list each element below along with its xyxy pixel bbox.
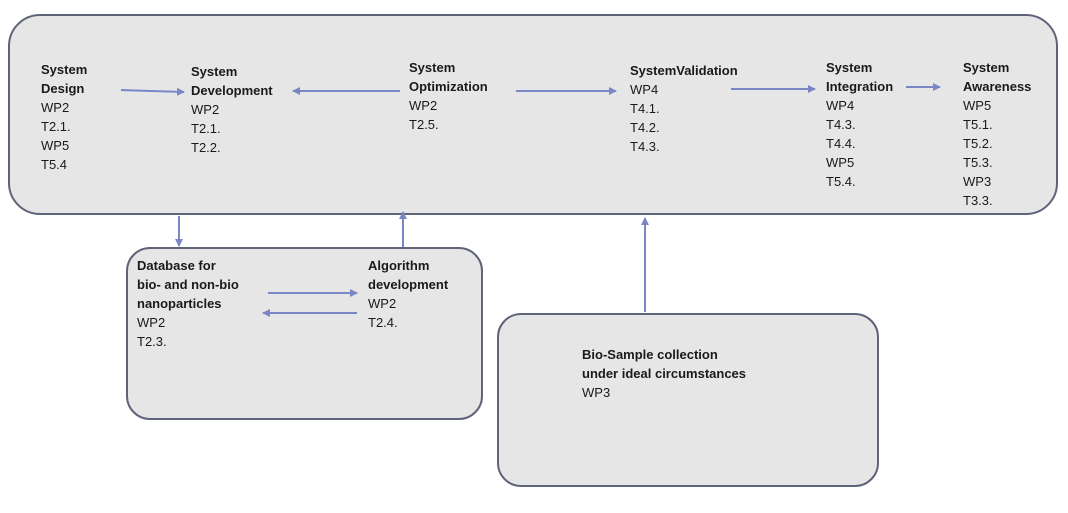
node-items: WP3	[582, 385, 611, 400]
node-system-development: System Development WP2 T2.1. T2.2.	[191, 62, 273, 157]
node-system-awareness: System Awareness WP5 T5.1. T5.2. T5.3. W…	[963, 58, 1031, 210]
node-algorithm: Algorithm development WP2 T2.4.	[368, 256, 448, 332]
node-title: System Integration	[826, 60, 894, 94]
node-system-design: System Design WP2 T2.1. WP5 T5.4	[41, 60, 87, 174]
node-database: Database for bio- and non-bio nanopartic…	[137, 256, 239, 351]
node-items: WP2 T2.3.	[137, 315, 167, 349]
node-items: WP2 T2.5.	[409, 98, 439, 132]
node-system-integration: System Integration WP4 T4.3. T4.4. WP5 T…	[826, 58, 893, 191]
node-title: Bio-Sample collection under ideal circum…	[582, 347, 747, 381]
node-items: WP5 T5.1. T5.2. T5.3. WP3 T3.3.	[963, 98, 993, 208]
node-items: WP4 T4.1. T4.2. T4.3.	[630, 82, 660, 154]
node-title: System Awareness	[963, 60, 1032, 94]
node-bio-sample: Bio-Sample collection under ideal circum…	[582, 345, 746, 402]
node-system-validation: SystemValidation WP4 T4.1. T4.2. T4.3.	[630, 61, 738, 156]
node-items: WP2 T2.1. T2.2.	[191, 102, 221, 155]
arrow-design-to-development	[120, 87, 185, 96]
node-title: System Optimization	[409, 60, 488, 94]
main-process-container	[8, 14, 1058, 215]
node-items: WP2 T2.4.	[368, 296, 398, 330]
bio-sample-container	[497, 313, 879, 487]
node-title: Algorithm development	[368, 258, 449, 292]
node-title: SystemValidation	[630, 63, 738, 78]
node-title: Database for bio- and non-bio nanopartic…	[137, 258, 239, 311]
node-items: WP4 T4.3. T4.4. WP5 T5.4.	[826, 98, 856, 189]
node-items: WP2 T2.1. WP5 T5.4	[41, 100, 71, 172]
node-system-optimization: System Optimization WP2 T2.5.	[409, 58, 488, 134]
node-title: System Design	[41, 62, 88, 96]
database-algorithm-container	[126, 247, 483, 420]
node-title: System Development	[191, 64, 273, 98]
